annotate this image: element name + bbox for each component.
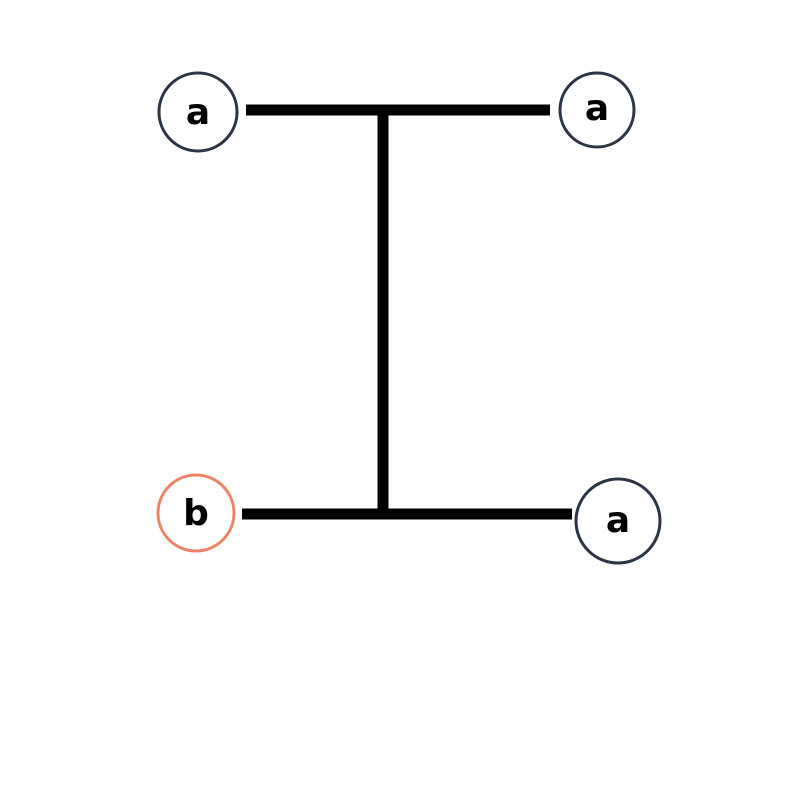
node-circle: [157, 71, 239, 153]
node-label: a: [186, 92, 210, 133]
node-bottom-right: a: [574, 477, 662, 565]
node-bottom-left: b: [156, 473, 236, 553]
connectors: [242, 104, 572, 520]
node-top-right: a: [558, 71, 636, 149]
node-circle: [574, 477, 662, 565]
node-top-left: a: [157, 71, 239, 153]
node-label: a: [606, 500, 630, 541]
node-label: b: [183, 493, 209, 534]
node-label: a: [585, 88, 609, 129]
node-circle: [156, 473, 236, 553]
node-circle: [558, 71, 636, 149]
